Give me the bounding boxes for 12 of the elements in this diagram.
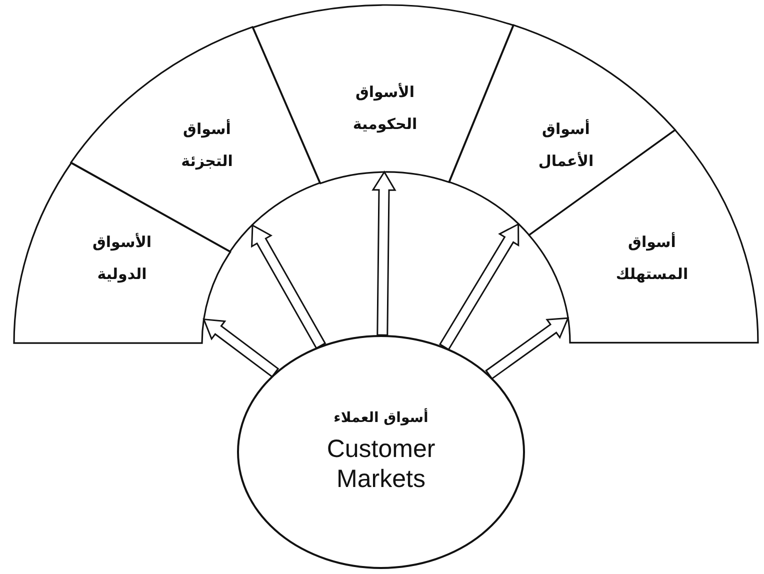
arabic-label: أسواق العملاء — [334, 410, 428, 426]
segment-label: أسواق الأعمال — [537, 118, 595, 172]
segment-label: الأسواق الدولية — [91, 232, 153, 285]
segment-label: أسواق التجزئة — [180, 118, 234, 172]
arrow — [202, 318, 280, 378]
segment-label: الأسواق الحكومية — [352, 82, 418, 135]
arrow — [485, 317, 570, 380]
arrow — [251, 224, 326, 350]
arrow — [372, 170, 396, 336]
segment-label: أسواق المستهلك — [614, 231, 690, 285]
arrow — [438, 222, 520, 351]
english-label: Customer Markets — [326, 434, 436, 494]
